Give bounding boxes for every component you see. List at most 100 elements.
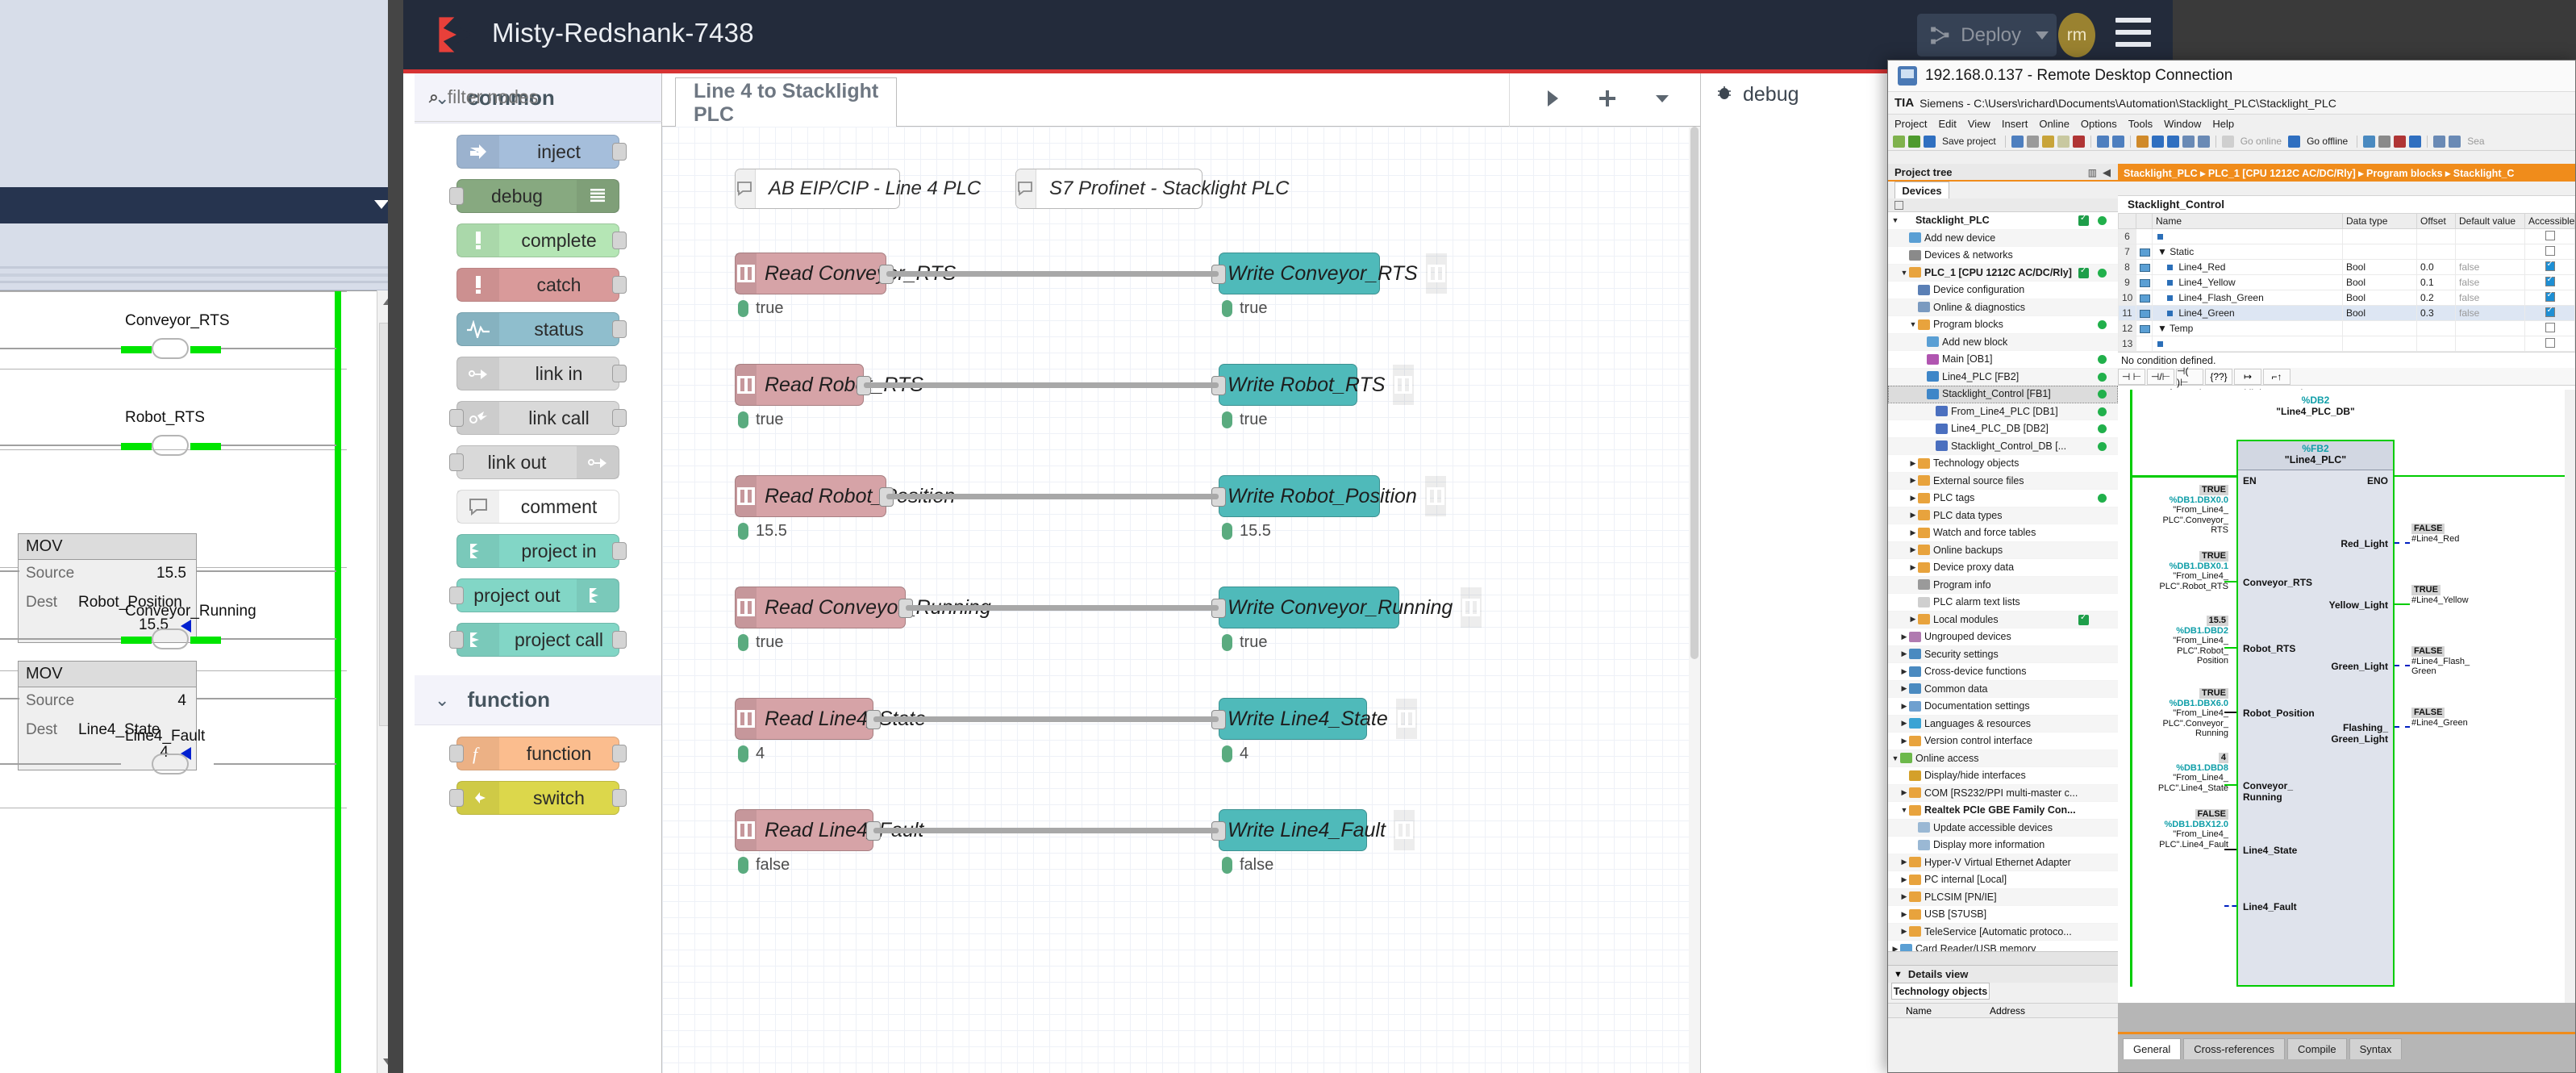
- upload-icon[interactable]: [2166, 135, 2179, 148]
- tree-item-display-hide-interfaces[interactable]: Display/hide interfaces: [1888, 767, 2118, 785]
- output-port[interactable]: [612, 143, 627, 161]
- expander-icon[interactable]: ▼: [1900, 268, 1908, 277]
- save-project-label[interactable]: Save project: [1942, 136, 1996, 147]
- variable-default-value[interactable]: [2455, 228, 2525, 244]
- search-label[interactable]: Sea: [2467, 136, 2485, 147]
- variable-accessible[interactable]: [2524, 244, 2575, 260]
- lad-network-diagram[interactable]: %DB2 "Line4_PLC_DB" %FB2 "Line4_PLC" EN …: [2118, 390, 2575, 1035]
- tab-debug[interactable]: debug: [1715, 83, 1799, 106]
- tree-item-line4-plc-db-db2[interactable]: Line4_PLC_DB [DB2]: [1888, 420, 2118, 438]
- palette-category-function[interactable]: ⌄function: [415, 675, 661, 725]
- tree-item-devices-networks[interactable]: Devices & networks: [1888, 247, 2118, 265]
- variable-data-type[interactable]: Bool: [2342, 274, 2417, 290]
- variable-accessible[interactable]: [2524, 320, 2575, 336]
- lad-output-operand[interactable]: FALSE#Line4_Flash_ Green: [2411, 646, 2470, 677]
- tree-item-device-proxy-data[interactable]: ▶Device proxy data: [1888, 559, 2118, 577]
- lad-output-operand[interactable]: FALSE#Line4_Green: [2411, 708, 2468, 728]
- variable-name[interactable]: Line4_Red: [2152, 259, 2343, 275]
- variable-name[interactable]: Line4_Yellow: [2152, 274, 2343, 290]
- expander-icon[interactable]: ▶: [1910, 458, 1916, 467]
- variable-default-value[interactable]: false: [2455, 259, 2525, 275]
- palette-node-comment[interactable]: comment: [456, 490, 619, 524]
- tree-item-local-modules[interactable]: ▶Local modules: [1888, 611, 2118, 628]
- runtime-icon[interactable]: [2197, 135, 2210, 148]
- variable-accessible[interactable]: [2524, 336, 2575, 352]
- expander-icon[interactable]: ▶: [1901, 927, 1907, 936]
- menu-item-tools[interactable]: Tools: [2128, 117, 2153, 130]
- compile-icon[interactable]: [2136, 135, 2149, 148]
- read-node[interactable]: Read Line4_Fault: [735, 809, 923, 851]
- copy-icon[interactable]: [2041, 135, 2054, 148]
- tree-item-display-more-information[interactable]: Display more information: [1888, 837, 2118, 854]
- expander-icon[interactable]: ▶: [1901, 701, 1907, 710]
- read-node[interactable]: Read Robot_Position: [735, 475, 955, 517]
- tree-item-add-new-device[interactable]: Add new device: [1888, 229, 2118, 247]
- menu-item-online[interactable]: Online: [2039, 117, 2070, 130]
- tree-item-plc-tags[interactable]: ▶PLC tags: [1888, 490, 2118, 507]
- chevron-down-icon[interactable]: ⌄: [435, 87, 450, 108]
- cut-icon[interactable]: [2026, 135, 2039, 148]
- variable-data-type[interactable]: Bool: [2342, 305, 2417, 321]
- canvas-scrollbar[interactable]: [1689, 127, 1700, 1073]
- inspector-tab-cross-references[interactable]: Cross-references: [2183, 1038, 2285, 1059]
- flow-tab-tools[interactable]: [1509, 73, 1689, 127]
- variable-default-value[interactable]: [2455, 320, 2525, 336]
- menu-item-insert[interactable]: Insert: [2001, 117, 2028, 130]
- tree-item-stacklight-control-db[interactable]: Stacklight_Control_DB [...: [1888, 437, 2118, 455]
- write-node[interactable]: Write Robot_Position: [1211, 475, 1446, 517]
- expander-icon[interactable]: ▶: [1901, 719, 1907, 728]
- tree-item-security-settings[interactable]: ▶Security settings: [1888, 645, 2118, 663]
- tab-line4-to-stacklight-plc[interactable]: Line 4 to Stacklight PLC: [675, 77, 897, 127]
- expander-icon[interactable]: ▶: [1910, 562, 1916, 571]
- wire[interactable]: [886, 494, 1219, 499]
- input-port[interactable]: [449, 453, 464, 471]
- expander-icon[interactable]: ▶: [1901, 632, 1907, 641]
- column-name[interactable]: Name: [2152, 213, 2343, 229]
- variable-accessible[interactable]: [2524, 290, 2575, 306]
- comment-node[interactable]: S7 Profinet - Stacklight PLC: [1015, 169, 1289, 209]
- output-port[interactable]: [612, 745, 627, 762]
- palette-node-project-call[interactable]: project call: [449, 623, 627, 657]
- variable-default-value[interactable]: false: [2455, 305, 2525, 321]
- lad-instruction-3[interactable]: {??}: [2205, 368, 2232, 385]
- read-node[interactable]: Read Line4_State: [735, 698, 926, 740]
- menu-item-project[interactable]: Project: [1894, 117, 1928, 130]
- lad-input-operand[interactable]: 4%DB1.DBD8"From_Line4_ PLC".Line4_State: [2124, 753, 2228, 793]
- tia-toolbar[interactable]: Save project Go online Go offline Sea: [1888, 132, 2575, 151]
- chevron-down-icon[interactable]: [374, 200, 389, 209]
- diagnostics-icon[interactable]: [2394, 135, 2407, 148]
- palette-node-project-in[interactable]: project in: [456, 534, 627, 568]
- tree-item-main-ob1[interactable]: Main [OB1]: [1888, 351, 2118, 369]
- read-node[interactable]: Read Conveyor_Running: [735, 587, 991, 628]
- chevron-down-icon[interactable]: ⌄: [435, 689, 450, 710]
- chevron-down-icon[interactable]: [1653, 90, 1671, 111]
- tree-item-usb-s7usb[interactable]: ▶USB [S7USB]: [1888, 906, 2118, 924]
- write-node[interactable]: Write Line4_Fault: [1211, 809, 1415, 851]
- flow-tab-bar[interactable]: Line 4 to Stacklight PLC: [662, 73, 1700, 127]
- expander-icon[interactable]: ▶: [1901, 875, 1907, 883]
- chevron-down-icon[interactable]: ▼: [1894, 969, 1903, 979]
- palette-node-link-out[interactable]: link out: [449, 445, 619, 479]
- output-port[interactable]: [612, 232, 627, 249]
- tree-item-cross-device-functions[interactable]: ▶Cross-device functions: [1888, 663, 2118, 681]
- output-coil[interactable]: [152, 628, 189, 649]
- palette-node-inject[interactable]: inject: [456, 135, 627, 169]
- print-icon[interactable]: [2011, 135, 2024, 148]
- lad-input-operand[interactable]: TRUE%DB1.DBX0.0"From_Line4_ PLC".Conveyo…: [2124, 485, 2228, 536]
- tree-toolbar[interactable]: [1888, 198, 2118, 212]
- split-vertical-icon[interactable]: [2449, 135, 2461, 148]
- wire[interactable]: [873, 716, 1219, 722]
- tree-item-update-accessible-devices[interactable]: Update accessible devices: [1888, 819, 2118, 837]
- palette-node-link-in[interactable]: link in: [456, 357, 627, 390]
- expander-icon[interactable]: ▶: [1910, 493, 1916, 502]
- accessible-devices-icon[interactable]: [2363, 135, 2376, 148]
- lad-input-operand[interactable]: 15.5%DB1.DBD2"From_Line4_ PLC".Robot_ Po…: [2124, 616, 2228, 666]
- output-port[interactable]: [612, 276, 627, 294]
- wire[interactable]: [906, 605, 1219, 611]
- run-icon[interactable]: [1544, 88, 1561, 113]
- go-offline-label[interactable]: Go offline: [2307, 136, 2349, 147]
- lad-instruction-palette[interactable]: ⊣ ⊢⊣/⊢⊣( )⊢{??}↦⌐↑: [2118, 365, 2575, 388]
- variable-name[interactable]: [2152, 228, 2343, 244]
- tree-item-program-info[interactable]: Program info: [1888, 576, 2118, 594]
